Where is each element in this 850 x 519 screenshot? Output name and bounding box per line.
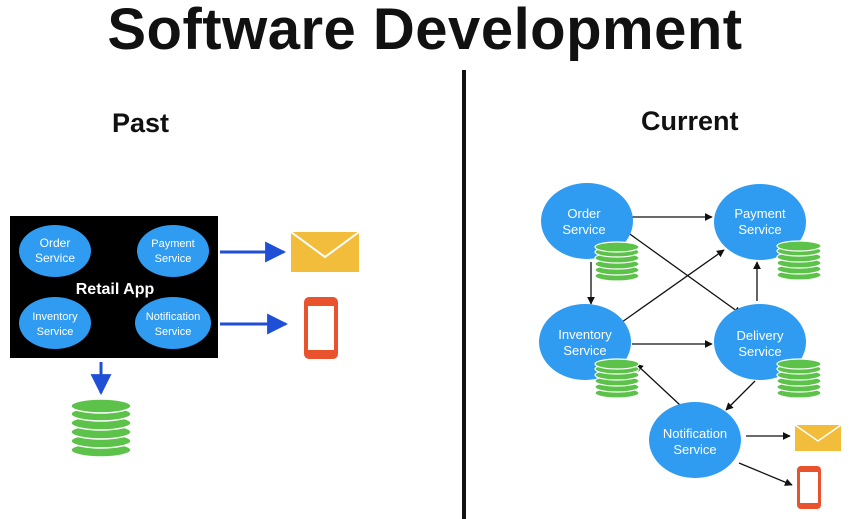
current-service-notification: Notification Service (649, 402, 741, 478)
current-service-label-line1: Inventory (558, 327, 612, 342)
current-service-label-line1: Notification (663, 426, 727, 441)
past-service-order: Order Service (19, 225, 91, 277)
database-icon (70, 398, 132, 458)
section-heading-past: Past (112, 108, 170, 138)
past-service-label-line2: Service (37, 326, 74, 338)
current-service-label-line1: Payment (734, 206, 786, 221)
past-service-notification: Notification Service (135, 297, 211, 349)
past-service-label-line2: Service (35, 251, 75, 265)
current-service-label-line2: Service (673, 442, 716, 457)
phone-icon (304, 297, 338, 359)
arrow-notification-to-inventory (635, 363, 681, 406)
current-service-label-line2: Service (563, 343, 606, 358)
arrow-delivery-to-notification (725, 380, 756, 411)
current-service-label-line1: Order (567, 206, 601, 221)
current-service-label-line1: Delivery (737, 328, 784, 343)
current-service-label-line2: Service (738, 344, 781, 359)
envelope-icon (290, 231, 360, 272)
page-title: Software Development (107, 0, 743, 62)
database-icon (594, 358, 640, 399)
arrow-notification-to-phone (738, 462, 793, 486)
monolith-retail-app: Order Service Payment Service Retail App… (10, 216, 218, 358)
database-icon (776, 240, 822, 281)
database-icon (776, 358, 822, 399)
current-service-label-line2: Service (738, 222, 781, 237)
monolith-label: Retail App (76, 281, 155, 298)
past-service-label-line1: Payment (151, 238, 194, 250)
past-service-label-line2: Service (155, 326, 192, 338)
current-service-inventory: Inventory Service (539, 304, 631, 380)
arrow-order-to-delivery (626, 231, 742, 315)
past-service-label-line2: Service (155, 253, 192, 265)
current-service-order: Order Service (541, 183, 633, 259)
past-service-inventory: Inventory Service (19, 297, 91, 349)
past-service-label-line1: Inventory (32, 311, 78, 323)
past-service-label-line1: Order (40, 236, 71, 250)
current-service-payment: Payment Service (714, 184, 806, 260)
phone-icon (797, 466, 821, 509)
past-service-label-line1: Notification (146, 311, 200, 323)
current-arrows (587, 213, 793, 486)
past-service-payment: Payment Service (137, 225, 209, 277)
section-heading-current: Current (641, 106, 739, 136)
arrow-inventory-to-payment (621, 249, 725, 323)
section-divider (462, 70, 466, 519)
current-service-label-line2: Service (562, 222, 605, 237)
database-icon (594, 241, 640, 282)
envelope-icon (794, 424, 842, 451)
